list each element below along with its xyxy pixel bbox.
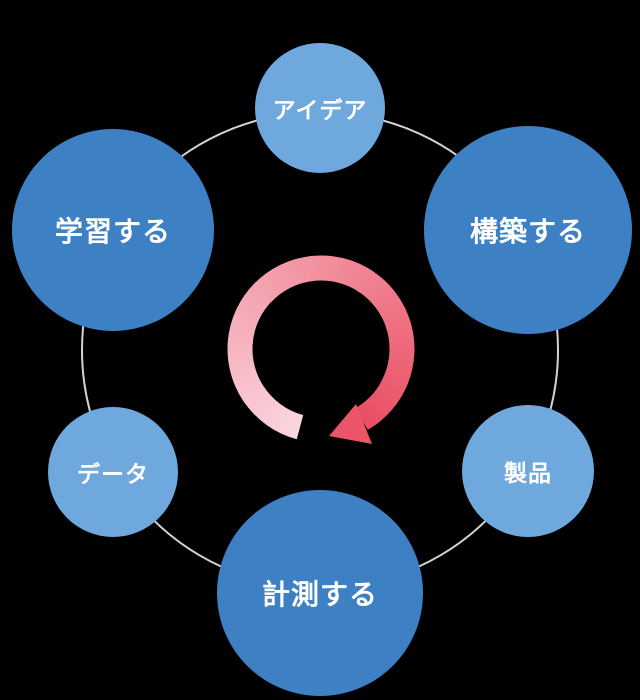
- node-product-label: 製品: [504, 461, 552, 487]
- node-build-label: 構築する: [469, 215, 586, 248]
- clockwise-cycle-arrow-icon: [227, 255, 415, 444]
- node-data-label: データ: [77, 462, 149, 488]
- node-data-circle: データ: [48, 407, 178, 537]
- node-product-circle: 製品: [462, 405, 594, 537]
- node-measure-circle: 計測する: [217, 490, 423, 696]
- arrowhead-icon: [329, 404, 372, 444]
- node-learn-label: 学習する: [54, 215, 171, 248]
- node-idea-label: アイデア: [272, 98, 368, 124]
- node-idea-circle: アイデア: [255, 43, 385, 173]
- node-learn-circle: 学習する: [12, 129, 214, 331]
- node-measure-label: 計測する: [261, 578, 378, 611]
- node-build-circle: 構築する: [424, 126, 632, 334]
